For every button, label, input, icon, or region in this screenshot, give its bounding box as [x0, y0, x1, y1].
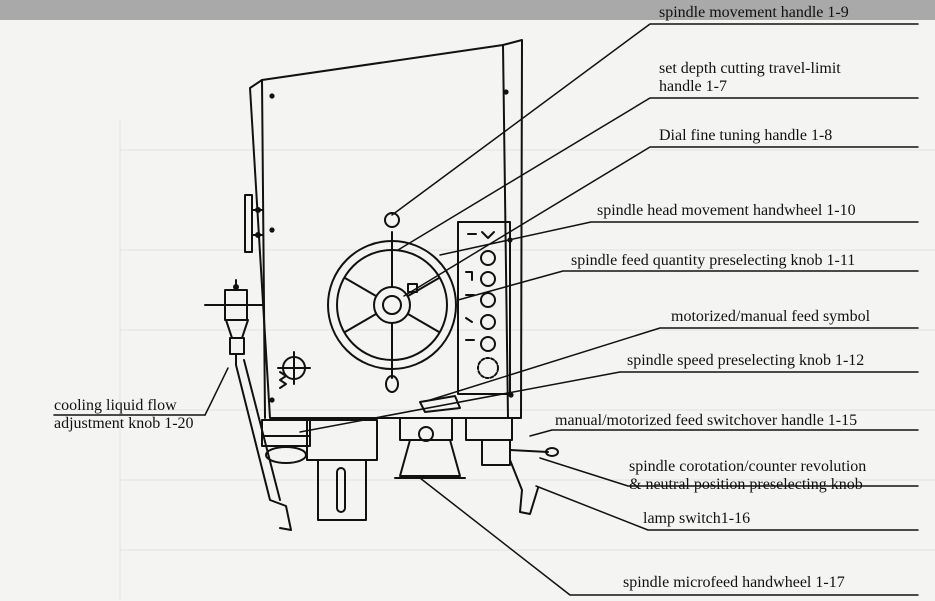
- label-feed-quantity-knob: spindle feed quantity preselecting knob …: [571, 252, 856, 269]
- label-spindle-movement-handle: spindle movement handle 1-9: [659, 4, 849, 21]
- side-bracket: [244, 194, 263, 253]
- label-head-handwheel: spindle head movement handwheel 1-10: [597, 202, 856, 219]
- top-gray-band: [0, 0, 935, 20]
- label-switchover-handle: manual/motorized feed switchover handle …: [555, 412, 858, 429]
- leader-lines: [53, 23, 919, 596]
- spindle-quill: [261, 419, 378, 521]
- label-microfeed-handwheel: spindle microfeed handwheel 1-17: [623, 574, 845, 591]
- label-lamp-switch: lamp switch1-16: [643, 510, 751, 527]
- feed-switchover-handle: [419, 395, 559, 515]
- control-panel: [457, 221, 511, 395]
- label-speed-knob: spindle speed preselecting knob 1-12: [627, 352, 865, 369]
- label-dial-fine-tuning: Dial fine tuning handle 1-8: [659, 127, 833, 144]
- label-feed-symbol: motorized/manual feed symbol: [671, 308, 871, 325]
- head-housing: [249, 39, 523, 419]
- speed-knob-symbol: [277, 351, 311, 389]
- spindle-head-handwheel: [327, 212, 457, 393]
- label-corotation-knob: spindle corotation/counter revolution& n…: [629, 458, 867, 493]
- microfeed-handwheel: [394, 417, 466, 479]
- coolant-pipe: [204, 279, 292, 531]
